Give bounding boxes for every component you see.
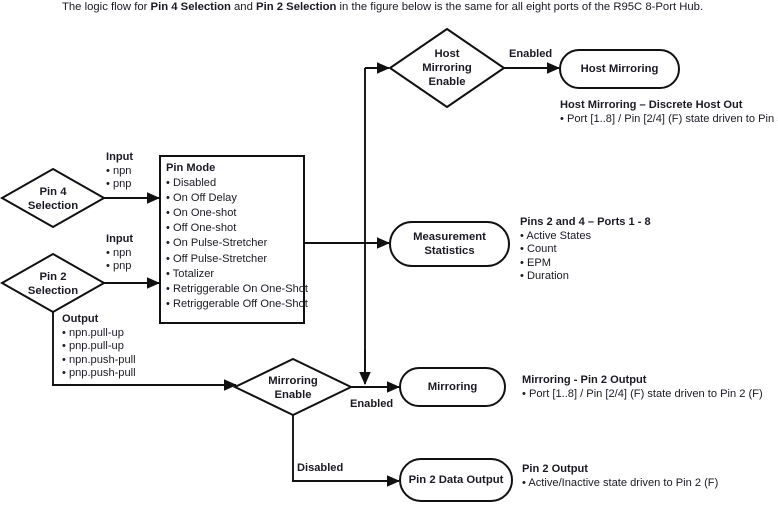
annotation-heading: Pins 2 and 4 – Ports 1 - 8 xyxy=(520,216,651,228)
caption-part2: and xyxy=(230,1,257,13)
annotation-pin2-output: Output • npn.pull-up • pnp.pull-up • npn… xyxy=(62,313,136,381)
annotation-heading: Input xyxy=(106,233,134,245)
pin-mode-item: • On Pulse-Stretcher xyxy=(166,237,268,250)
node-host-mirroring-enable xyxy=(388,27,506,109)
pin-mode-item: • Off Pulse-Stretcher xyxy=(166,252,268,265)
annotation-item: • Count xyxy=(520,243,557,256)
node-mirroring-enable xyxy=(232,357,354,417)
node-mirroring xyxy=(399,367,506,407)
annotation-item: • Duration xyxy=(520,270,569,283)
node-measurement-statistics xyxy=(389,221,510,267)
caption-part3: in the figure below is the same for all … xyxy=(336,1,704,13)
annotation-item: • Port [1..8] / Pin [2/4] (F) state driv… xyxy=(522,387,763,400)
annotation-measurement-desc: Pins 2 and 4 – Ports 1 - 8 • Active Stat… xyxy=(520,216,651,284)
annotation-heading: Output xyxy=(62,313,99,325)
edge-label-mirroring-enabled: Enabled xyxy=(350,398,394,410)
annotation-item: • npn.pull-up xyxy=(62,326,124,339)
node-pin2-selection xyxy=(0,252,107,314)
annotation-pin4-input: Input • npn • pnp xyxy=(106,151,133,192)
pin-mode-item: • Retriggerable Off One-Shot xyxy=(166,297,308,310)
annotation-host-mirroring-desc: Host Mirroring – Discrete Host Out • Por… xyxy=(560,99,778,126)
annotation-item: • npn xyxy=(106,164,132,177)
edge-label-mirroring-disabled: Disabled xyxy=(297,462,344,474)
pin-mode-item: • On One-shot xyxy=(166,207,237,220)
node-pin2-data-output xyxy=(399,458,513,502)
caption-bold1: Pin 4 Selection xyxy=(150,1,231,13)
annotation-item: • Port [1..8] / Pin [2/4] (F) state driv… xyxy=(560,112,778,125)
annotation-item: • npn.push-pull xyxy=(62,353,136,366)
annotation-item: • npn xyxy=(106,246,132,259)
node-pin4-selection xyxy=(0,167,107,229)
annotation-item: • Active States xyxy=(520,229,592,242)
annotation-heading: Mirroring - Pin 2 Output xyxy=(522,374,647,386)
annotation-item: • pnp xyxy=(106,178,132,191)
annotation-heading: Input xyxy=(106,151,134,163)
pin-mode-content: Pin Mode • Disabled • On Off Delay • On … xyxy=(166,161,309,312)
annotation-heading: Host Mirroring – Discrete Host Out xyxy=(560,99,743,111)
pin-mode-item: • Totalizer xyxy=(166,267,215,280)
pin-mode-item: • Off One-shot xyxy=(166,222,237,235)
annotation-item: • pnp.pull-up xyxy=(62,340,124,353)
annotation-mirroring-desc: Mirroring - Pin 2 Output • Port [1..8] /… xyxy=(522,374,763,401)
node-pin-mode xyxy=(159,155,305,324)
caption-part1: The logic flow for xyxy=(62,1,151,13)
caption-bold2: Pin 2 Selection xyxy=(256,1,337,13)
pin-mode-item: • Retriggerable On One-Shot xyxy=(166,282,309,295)
pin-mode-title: Pin Mode xyxy=(166,162,216,174)
annotation-pin2-output-desc: Pin 2 Output • Active/Inactive state dri… xyxy=(522,463,718,490)
annotation-item: • Active/Inactive state driven to Pin 2 … xyxy=(522,476,719,489)
pin-mode-item: • Disabled xyxy=(166,177,217,190)
annotation-pin2-input: Input • npn • pnp xyxy=(106,233,133,274)
annotation-heading: Pin 2 Output xyxy=(522,463,588,475)
node-host-mirroring xyxy=(559,49,680,89)
pin-mode-item: • On Off Delay xyxy=(166,192,237,205)
annotation-item: • pnp xyxy=(106,260,132,273)
annotation-item: • pnp.push-pull xyxy=(62,367,136,380)
edge-label-host-enabled: Enabled xyxy=(509,48,553,60)
page-caption: The logic flow for Pin 4 Selection and P… xyxy=(62,0,762,14)
annotation-item: • EPM xyxy=(520,256,552,269)
